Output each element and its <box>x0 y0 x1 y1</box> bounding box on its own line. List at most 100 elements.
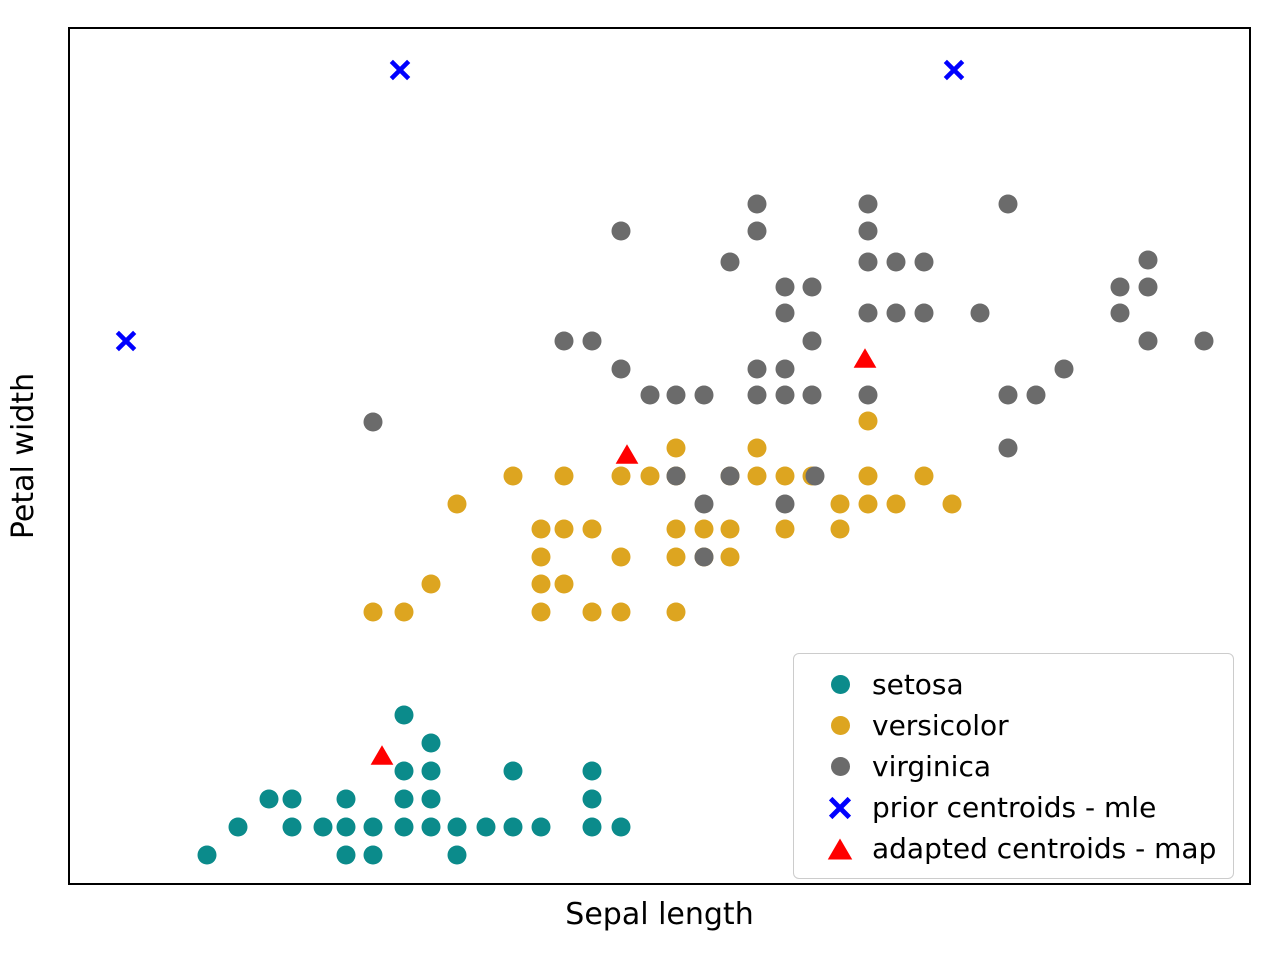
data-point-virginica <box>582 331 602 351</box>
data-point-virginica <box>858 385 878 405</box>
data-point-setosa <box>336 817 356 837</box>
data-point-setosa <box>394 817 414 837</box>
data-point-versicolor <box>720 547 740 567</box>
data-point-virginica <box>1138 277 1158 297</box>
data-point-virginica <box>775 359 795 379</box>
data-point-versicolor <box>363 602 383 622</box>
data-point-virginica <box>802 331 822 351</box>
adapted-centroid-triangle-icon <box>369 742 395 768</box>
data-point-setosa <box>228 817 248 837</box>
data-point-setosa <box>582 761 602 781</box>
data-point-virginica <box>747 359 767 379</box>
data-point-versicolor <box>531 574 551 594</box>
legend-dot-icon <box>808 705 872 746</box>
data-point-virginica <box>694 385 714 405</box>
data-point-versicolor <box>582 519 602 539</box>
legend-label: adapted centroids - map <box>872 832 1217 865</box>
legend-x-icon <box>808 787 872 828</box>
data-point-versicolor <box>666 519 686 539</box>
legend-item-virginica[interactable]: virginica <box>808 746 1219 787</box>
data-point-versicolor <box>554 466 574 486</box>
data-point-virginica <box>886 303 906 323</box>
data-point-setosa <box>421 789 441 809</box>
adapted-centroid-triangle-icon <box>614 441 640 467</box>
data-point-versicolor <box>611 602 631 622</box>
data-point-virginica <box>720 252 740 272</box>
data-point-virginica <box>666 466 686 486</box>
data-point-virginica <box>554 331 574 351</box>
data-point-virginica <box>694 494 714 514</box>
data-point-virginica <box>1026 385 1046 405</box>
data-point-versicolor <box>747 466 767 486</box>
data-point-virginica <box>611 359 631 379</box>
data-point-versicolor <box>640 466 660 486</box>
data-point-virginica <box>747 385 767 405</box>
data-point-virginica <box>720 466 740 486</box>
data-point-versicolor <box>447 494 467 514</box>
legend-circle-icon <box>830 757 850 776</box>
data-point-virginica <box>611 221 631 241</box>
data-point-setosa <box>582 817 602 837</box>
data-point-versicolor <box>666 438 686 458</box>
data-point-setosa <box>313 817 333 837</box>
data-point-virginica <box>858 221 878 241</box>
legend-circle-icon <box>830 716 850 735</box>
legend-label: prior centroids - mle <box>872 791 1157 824</box>
data-point-versicolor <box>421 574 441 594</box>
data-point-versicolor <box>666 602 686 622</box>
data-point-setosa <box>447 845 467 865</box>
prior-centroid-x-icon <box>113 328 139 354</box>
data-point-setosa <box>611 817 631 837</box>
legend-item-adapted-centroids---map[interactable]: adapted centroids - map <box>808 828 1219 869</box>
data-point-versicolor <box>886 494 906 514</box>
data-point-versicolor <box>554 519 574 539</box>
data-point-versicolor <box>858 494 878 514</box>
legend-label: virginica <box>872 750 991 783</box>
data-point-virginica <box>802 385 822 405</box>
data-point-virginica <box>802 277 822 297</box>
data-point-versicolor <box>858 466 878 486</box>
data-point-versicolor <box>611 547 631 567</box>
data-point-virginica <box>747 221 767 241</box>
data-point-setosa <box>363 845 383 865</box>
y-axis-label: Petal width <box>5 372 41 540</box>
data-point-versicolor <box>830 494 850 514</box>
legend-item-versicolor[interactable]: versicolor <box>808 705 1219 746</box>
data-point-versicolor <box>666 547 686 567</box>
data-point-virginica <box>775 494 795 514</box>
data-point-virginica <box>998 385 1018 405</box>
data-point-versicolor <box>775 519 795 539</box>
data-point-setosa <box>447 817 467 837</box>
data-point-virginica <box>775 277 795 297</box>
data-point-setosa <box>476 817 496 837</box>
data-point-versicolor <box>611 466 631 486</box>
data-point-setosa <box>421 817 441 837</box>
data-point-virginica <box>775 303 795 323</box>
legend-dot-icon <box>808 746 872 787</box>
data-point-versicolor <box>858 411 878 431</box>
data-point-versicolor <box>747 438 767 458</box>
data-point-setosa <box>503 761 523 781</box>
data-point-setosa <box>421 733 441 753</box>
data-point-virginica <box>1110 303 1130 323</box>
data-point-virginica <box>694 547 714 567</box>
data-point-setosa <box>282 817 302 837</box>
data-point-virginica <box>1138 250 1158 270</box>
legend-item-prior-centroids---mle[interactable]: prior centroids - mle <box>808 787 1219 828</box>
data-point-setosa <box>531 817 551 837</box>
data-point-virginica <box>1054 359 1074 379</box>
data-point-virginica <box>747 194 767 214</box>
legend-item-setosa[interactable]: setosa <box>808 664 1219 705</box>
data-point-setosa <box>421 761 441 781</box>
plot-frame <box>68 27 1251 885</box>
data-point-virginica <box>886 252 906 272</box>
data-point-versicolor <box>830 519 850 539</box>
data-point-versicolor <box>720 519 740 539</box>
legend: setosa versicolor virginica prior centroids… <box>793 653 1234 879</box>
legend-label: versicolor <box>872 709 1009 742</box>
prior-centroid-x-icon <box>941 57 967 83</box>
data-point-virginica <box>858 252 878 272</box>
data-point-virginica <box>1138 331 1158 351</box>
data-point-virginica <box>363 412 383 432</box>
